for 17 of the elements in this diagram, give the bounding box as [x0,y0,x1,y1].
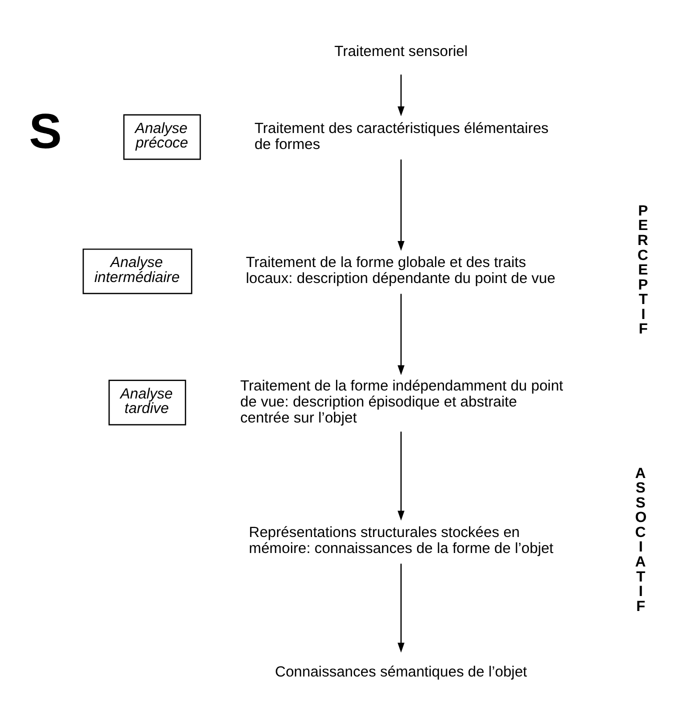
label: S [29,104,62,159]
node-text: Traitement de la forme globale et des traits locaux: description dépendante du point de vue [246,254,556,287]
node-box: Analyse intermédiaire [82,248,192,294]
node-box: Analyse précoce [123,114,201,160]
arrow [398,293,404,375]
node-text: Traitement de la forme indépendamment du point de vue: description épisodique et abstraite centrée sur l’objet [240,378,564,426]
arrow [398,159,404,250]
arrow [398,431,404,520]
node-text: Traitement des caractéristiques élémentaires de formes [254,120,549,152]
node-text: Traitement sensoriel [334,43,468,60]
node-text: Connaissances sémantiques de l’objet [275,664,528,680]
node-text: Représentations structurales stockées en mémoire: connaissances de la forme de l’objet [248,524,554,556]
arrow [398,74,404,116]
label: PERCEPTIF [638,202,648,338]
arrow [398,563,404,652]
label: ASSOCIATIF [635,465,647,614]
node-box: Analyse tardive [108,379,186,425]
